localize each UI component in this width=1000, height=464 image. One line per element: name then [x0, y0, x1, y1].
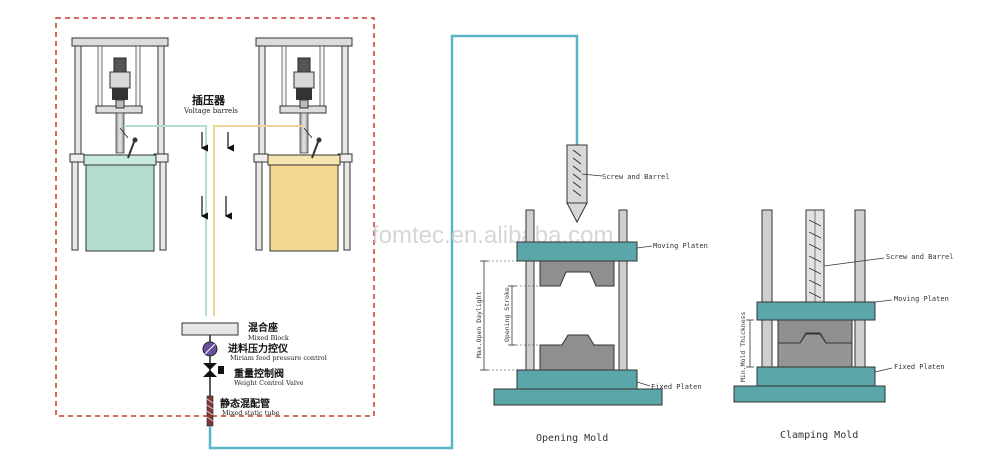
clamping-moving-platen	[756, 301, 876, 321]
clamping-fixed-platen	[756, 366, 876, 387]
clamping-moving-label: Moving Platen	[894, 295, 949, 303]
mixed-block-en: Mixed Block	[248, 334, 289, 342]
opening-moving-platen	[516, 241, 638, 262]
feed-lines	[124, 125, 304, 316]
weight-valve-icon	[203, 363, 224, 377]
opening-screw-barrel	[566, 144, 588, 224]
clamping-mold-diagram: Screw and Barrel Moving Platen Fixed Pla…	[733, 209, 953, 441]
opening-fixed-label: Fixed Platen	[651, 383, 702, 391]
clamping-lower-mold	[777, 333, 853, 368]
opening-screw-label: Screw and Barrel	[602, 173, 669, 181]
opening-stroke-label: Opening Stroke	[503, 287, 511, 342]
opening-moving-label: Moving Platen	[653, 242, 708, 250]
right-press	[253, 37, 353, 252]
static-tube-en: Mixed static tube	[222, 409, 280, 417]
static-mixer-tube	[206, 395, 214, 427]
opening-fixed-platen	[516, 369, 638, 390]
clamping-dimension-lines	[746, 319, 754, 368]
clamping-caption: Clamping Mold	[780, 430, 858, 441]
supply-pipe	[208, 34, 579, 450]
pressure-control-icon	[202, 341, 218, 357]
feed-control-en: Miriam feed pressure control	[230, 354, 327, 362]
weight-valve-en: Weight Control Valve	[234, 379, 304, 387]
clamping-screw-label: Screw and Barrel	[886, 253, 953, 261]
barrels-label-en: Voltage barrels	[183, 107, 238, 115]
weight-valve-cn: 重量控制阀	[234, 367, 284, 380]
clamping-screw-barrel	[805, 209, 825, 303]
opening-max-daylight: Max.Open Daylight	[475, 291, 483, 358]
opening-lower-mold	[539, 334, 615, 371]
clamping-min-thickness: Min.Mold Thickness	[739, 311, 747, 382]
barrels-label-cn: 插压器	[192, 93, 226, 107]
mixed-block	[181, 322, 239, 336]
left-tank	[85, 162, 155, 252]
system-frame	[55, 17, 375, 417]
left-press	[69, 37, 169, 252]
opening-mold-diagram: Screw and Barrel Moving Platen Fixed Pla…	[475, 144, 708, 444]
mixed-block-cn: 混合座	[248, 321, 278, 334]
opening-upper-mold	[539, 260, 615, 287]
clamping-fixed-label: Fixed Platen	[894, 363, 945, 371]
opening-caption: Opening Mold	[536, 433, 608, 444]
right-tank	[269, 162, 339, 252]
opening-dimension-lines	[480, 260, 540, 371]
static-tube-cn: 静态混配管	[220, 397, 270, 410]
feed-control-cn: 进料压力控仪	[228, 342, 289, 355]
